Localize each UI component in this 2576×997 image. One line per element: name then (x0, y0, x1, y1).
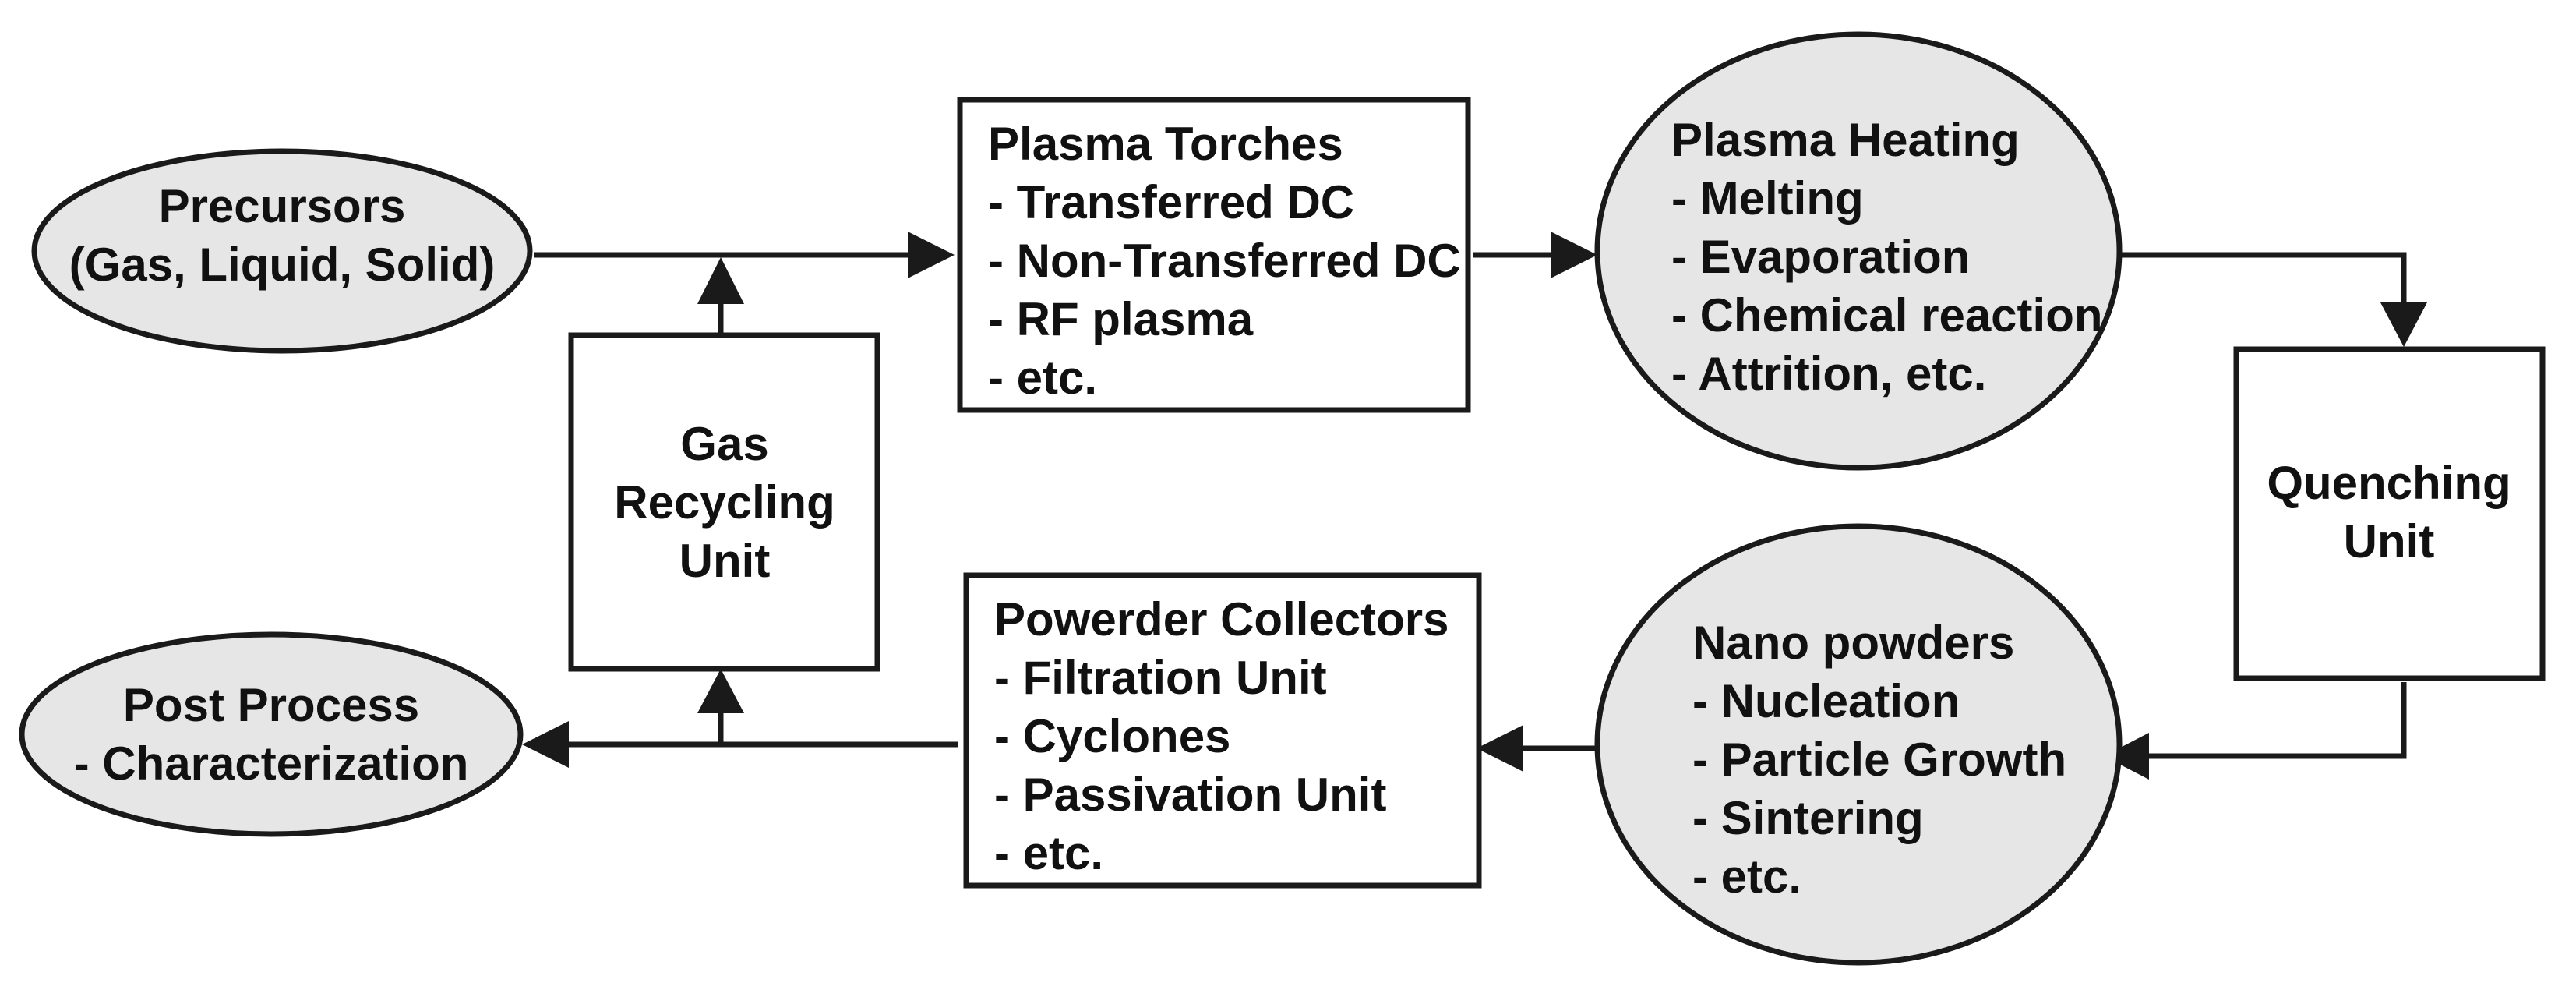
plasma-torches-item: - Non-Transferred DC (988, 235, 1461, 287)
arrowhead-into-torches (908, 232, 955, 278)
nano-powders-item: - etc. (1692, 850, 1801, 903)
gas-recycling-line: Gas (680, 418, 768, 470)
post-process-title: Post Process (123, 679, 419, 731)
arrowhead-into-main-line (697, 257, 744, 304)
post-process-ellipse (19, 631, 524, 837)
node-plasma-heating: Plasma Heating - Melting - Evaporation -… (1594, 31, 2123, 471)
powder-collectors-title: Powerder Collectors (994, 593, 1449, 645)
connector-heating-to-quenching (2119, 252, 2407, 304)
arrowhead-into-collectors (1477, 725, 1523, 772)
plasma-torches-item: - Transferred DC (988, 176, 1354, 228)
arrowhead-into-heating (1551, 232, 1597, 278)
quenching-line: Unit (2344, 515, 2435, 567)
plasma-torches-item: - etc. (988, 352, 1097, 404)
plasma-heating-ellipse (1594, 31, 2123, 471)
powder-collectors-item: - etc. (994, 827, 1103, 879)
plasma-heating-title: Plasma Heating (1671, 114, 2020, 166)
node-plasma-torches: Plasma Torches - Transferred DC - Non-Tr… (957, 97, 1471, 413)
powder-collectors-item: - Passivation Unit (994, 769, 1386, 821)
nano-powders-title: Nano powders (1692, 617, 2014, 669)
quenching-box (2233, 346, 2546, 681)
plasma-torches-box (957, 97, 1471, 413)
node-nano-powders: Nano powders - Nucleation - Particle Gro… (1594, 523, 2123, 966)
node-quenching: Quenching Unit (2233, 346, 2546, 681)
powder-collectors-item: - Cyclones (994, 710, 1230, 762)
node-precursors: Precursors (Gas, Liquid, Solid) (31, 148, 533, 354)
plasma-torches-title: Plasma Torches (988, 118, 1343, 170)
nano-powders-item: - Nucleation (1692, 675, 1960, 727)
arrowhead-into-recycling (697, 669, 744, 713)
plasma-heating-item: - Evaporation (1671, 231, 1970, 283)
plasma-torches-item: - RF plasma (988, 293, 1254, 345)
node-gas-recycling: Gas Recycling Unit (568, 332, 880, 672)
precursors-title: Precursors (159, 180, 406, 232)
precursors-ellipse (31, 148, 533, 354)
powder-collectors-item: - Filtration Unit (994, 652, 1327, 704)
nano-powders-ellipse (1594, 523, 2123, 966)
post-process-item: - Characterization (74, 737, 469, 790)
gas-recycling-line: Recycling (614, 476, 835, 529)
connectors (522, 232, 2427, 780)
plasma-heating-item: - Chemical reaction (1671, 289, 2103, 341)
gas-recycling-line: Unit (679, 535, 771, 587)
gas-recycling-box (568, 332, 880, 672)
connector-quenching-to-nano (2147, 682, 2407, 759)
arrowhead-into-quenching (2380, 302, 2427, 347)
node-post-process: Post Process - Characterization (19, 631, 524, 837)
arrowhead-into-post (522, 721, 569, 768)
powder-collectors-box (963, 572, 1482, 889)
plasma-heating-item: - Attrition, etc. (1671, 348, 1986, 400)
quenching-line: Quenching (2267, 457, 2511, 509)
node-powder-collectors: Powerder Collectors - Filtration Unit - … (963, 572, 1482, 889)
plasma-heating-item: - Melting (1671, 172, 1864, 225)
precursors-subtitle: (Gas, Liquid, Solid) (69, 239, 496, 291)
nano-powders-item: - Particle Growth (1692, 734, 2066, 786)
nano-powders-item: - Sintering (1692, 792, 1924, 844)
arrowhead-into-nano (2104, 733, 2149, 780)
